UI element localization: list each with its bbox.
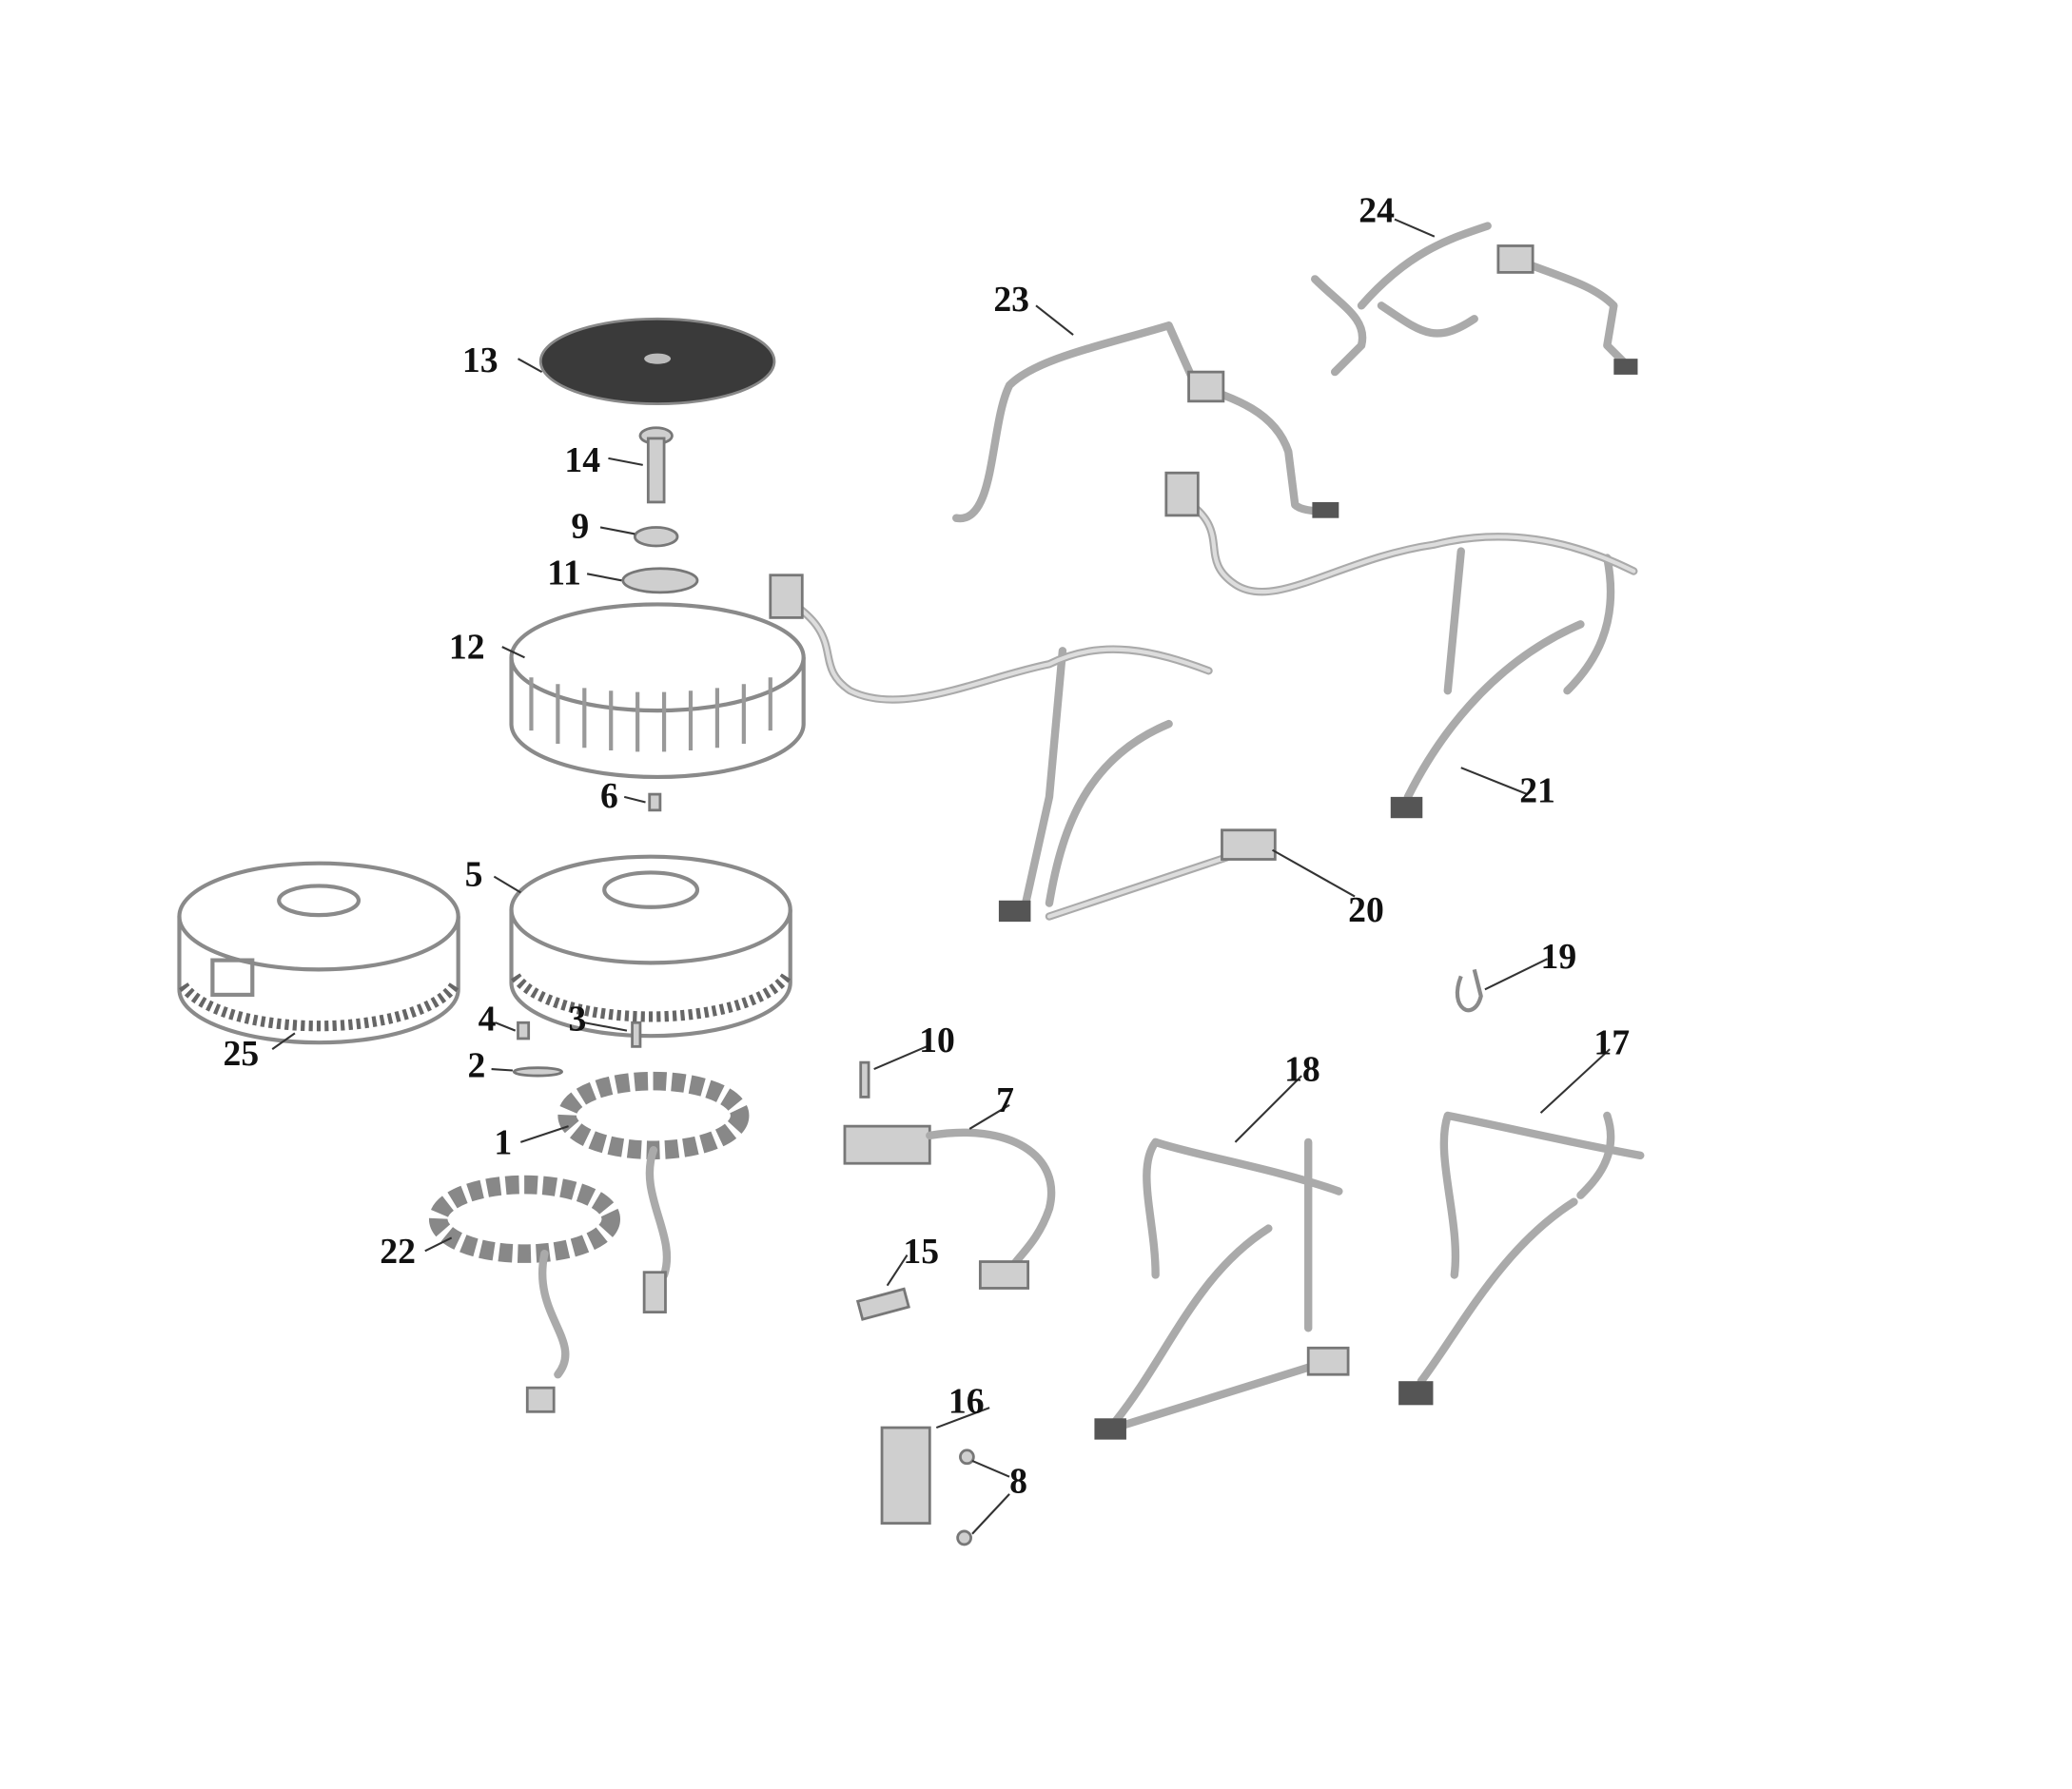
callout-10: 10 [919,1021,955,1060]
part-14-bolt [638,426,674,504]
callout-17: 17 [1593,1023,1630,1063]
part-23-harness [952,321,1339,522]
part-13-flywheel-cover [538,317,776,406]
callout-7: 7 [996,1080,1014,1120]
part-25-flywheel [177,861,460,1045]
part-8-screws [956,1449,975,1546]
callout-13: 13 [462,340,498,380]
callout-5: 5 [465,854,483,894]
part-18-harness [1094,1138,1350,1440]
part-20-harness [769,574,1277,923]
part-2-washer [512,1066,563,1078]
part-24-harness [1311,222,1638,377]
callout-16: 16 [948,1382,985,1422]
part-5-flywheel [509,854,792,1039]
callout-9: 9 [571,507,589,547]
part-11-washer [621,567,699,594]
part-1-stator [557,1071,750,1313]
part-9-nut [633,526,679,548]
callout-25: 25 [224,1034,260,1074]
leader-lines [271,218,1611,1535]
callout-21: 21 [1519,770,1555,810]
callout-20: 20 [1348,890,1384,930]
callout-24: 24 [1359,190,1395,230]
callout-3: 3 [569,1000,587,1040]
part-6-key [648,792,662,812]
callout-15: 15 [903,1232,939,1272]
part-7-sensor [843,1124,1056,1290]
callout-1: 1 [494,1122,512,1162]
part-4-screw [517,1021,531,1040]
part-19-clip [1455,968,1483,1013]
callout-2: 2 [467,1045,485,1085]
callout-6: 6 [600,776,618,816]
part-17-harness [1398,1111,1645,1406]
callout-19: 19 [1541,937,1577,977]
part-3-screw [631,1021,642,1048]
part-15-spark-plug [855,1287,910,1321]
callout-22: 22 [380,1232,416,1272]
part-12-rotor [509,602,806,780]
callout-12: 12 [449,628,485,668]
part-21-harness [1164,471,1638,819]
callout-18: 18 [1284,1050,1320,1090]
part-22-stator [428,1175,621,1413]
part-16-module [880,1426,931,1525]
callout-14: 14 [564,440,600,480]
callout-23: 23 [993,280,1029,320]
callout-4: 4 [479,1000,497,1040]
part-10-screw [859,1060,870,1099]
callout-11: 11 [547,553,581,593]
callout-8: 8 [1009,1461,1027,1501]
